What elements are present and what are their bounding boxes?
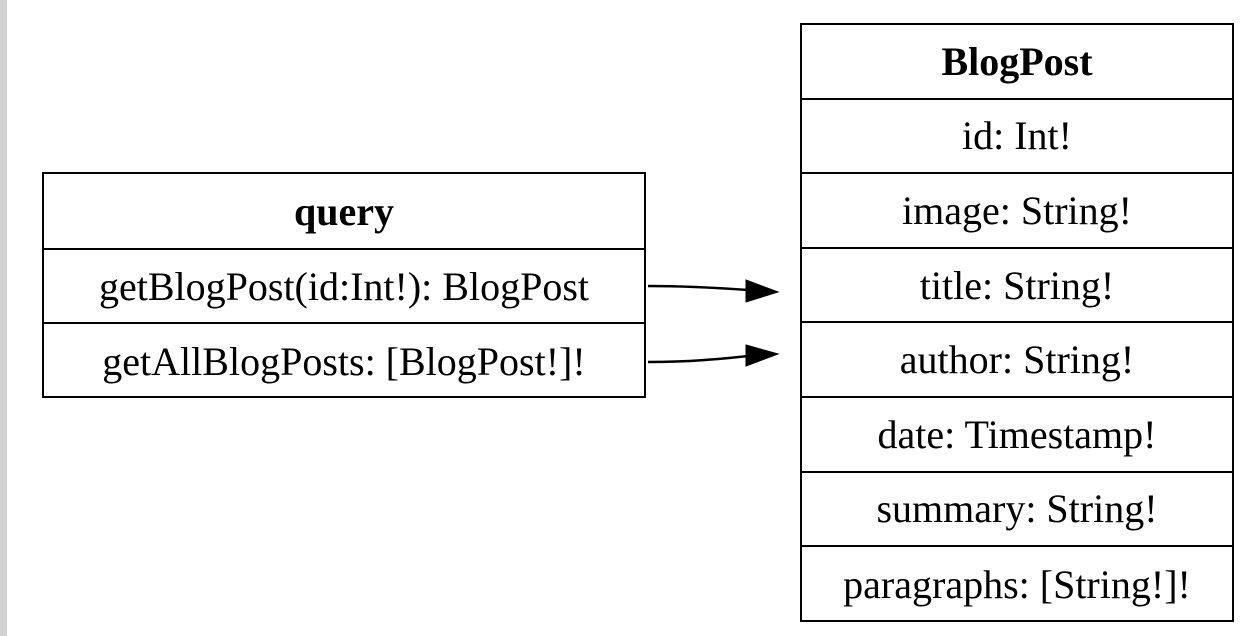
edge-line-get-all-blog-posts	[647, 354, 749, 364]
arrowhead-icon	[745, 344, 780, 367]
query-type-title: query	[44, 174, 644, 250]
query-type-node: query getBlogPost(id:Int!): BlogPost get…	[42, 172, 646, 398]
blogpost-field-author: author: String!	[802, 323, 1232, 398]
blogpost-type-title: BlogPost	[802, 25, 1232, 100]
blogpost-field-date: date: Timestamp!	[802, 398, 1232, 473]
blogpost-field-id: id: Int!	[802, 100, 1232, 175]
edge-line-get-blog-post	[647, 284, 749, 292]
blogpost-field-summary: summary: String!	[802, 473, 1232, 548]
blogpost-field-paragraphs: paragraphs: [String!]!	[843, 561, 1191, 607]
blogpost-type-node: BlogPost id: Int! image: String! title: …	[800, 23, 1234, 622]
edge-get-blog-post	[647, 279, 780, 303]
blogpost-field-title: title: String!	[802, 249, 1232, 324]
edge-get-all-blog-posts	[647, 344, 780, 367]
blogpost-field-image: image: String!	[802, 174, 1232, 249]
window-left-edge	[0, 0, 7, 636]
arrowhead-icon	[745, 279, 780, 303]
query-field-get-blog-post: getBlogPost(id:Int!): BlogPost	[44, 250, 644, 324]
query-field-get-all-blog-posts: getAllBlogPosts: [BlogPost!]!	[102, 338, 586, 384]
